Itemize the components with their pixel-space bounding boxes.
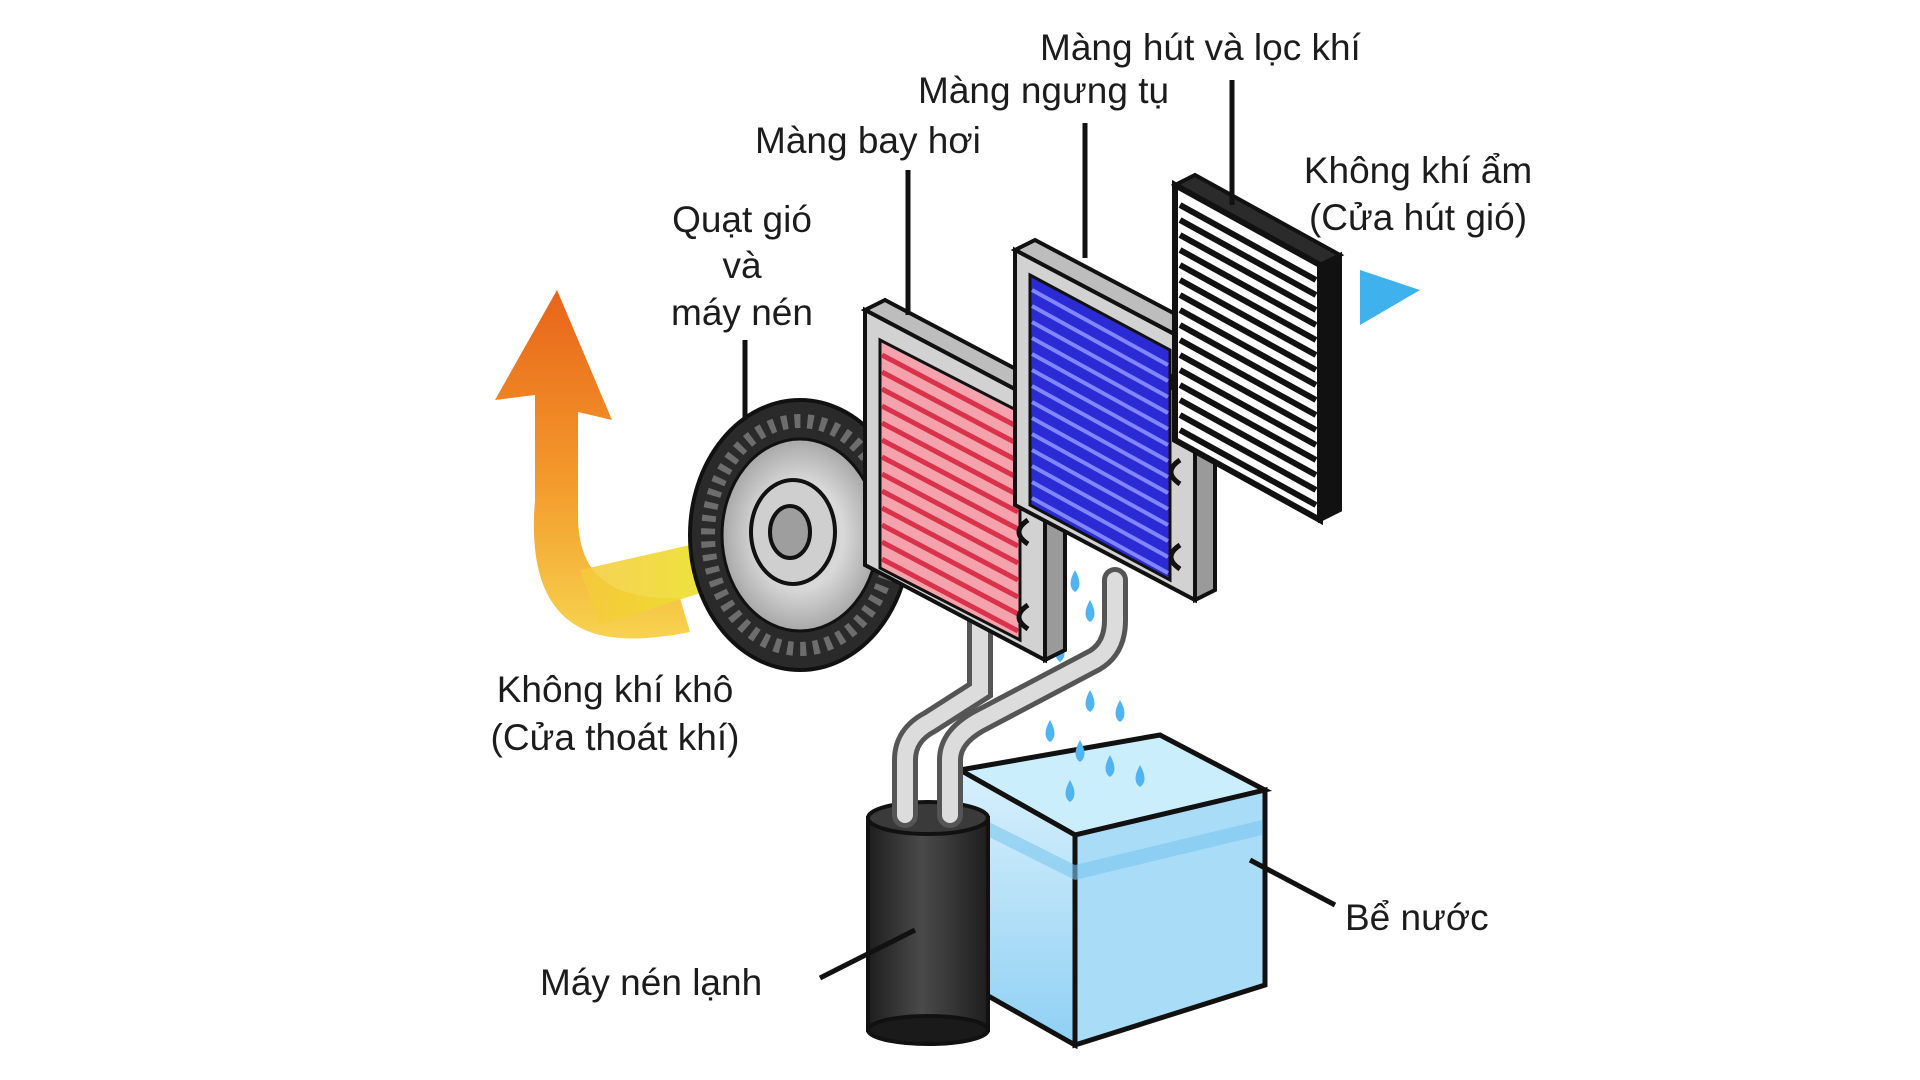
filter-slat: [1178, 322, 1318, 403]
evaporator-fin: [880, 522, 1020, 600]
filter-slat: [1178, 202, 1318, 283]
condenser-fin: [1031, 432, 1169, 511]
filter-slat: [1178, 217, 1318, 298]
condenser-fin: [1031, 320, 1169, 399]
condenser-fin: [1031, 304, 1169, 383]
evaporator-fin: [880, 369, 1020, 447]
condenser-fin: [1031, 480, 1169, 559]
water-tank: [952, 732, 1273, 1050]
condenser-fin: [1031, 400, 1169, 479]
filter-slat: [1178, 412, 1318, 493]
evaporator-fin: [880, 454, 1020, 532]
compressor: [866, 800, 990, 1046]
evaporator-fin: [880, 386, 1020, 464]
label-condenser: Màng ngưng tụ: [918, 70, 1169, 111]
evaporator-fin: [880, 420, 1020, 498]
filter-slat: [1178, 397, 1318, 478]
condenser-fin: [1031, 384, 1169, 463]
filter-slat: [1178, 247, 1318, 328]
dry-air-arrow: [495, 290, 690, 639]
condenser-fin: [1031, 368, 1169, 447]
condenser-fin: [1031, 464, 1169, 543]
condenser-fin: [1031, 416, 1169, 495]
filter-slat: [1178, 232, 1318, 313]
label-compressor: Máy nén lạnh: [540, 962, 762, 1003]
evaporator-fin: [880, 352, 1020, 430]
filter-slat: [1178, 337, 1318, 418]
label-water-tank: Bể nước: [1345, 897, 1489, 938]
condenser-fin: [1031, 448, 1169, 527]
label-humid-air-line2: (Cửa hút gió): [1309, 197, 1527, 238]
condenser-fin: [1031, 288, 1169, 367]
evaporator-fin: [880, 539, 1020, 617]
filter-slat: [1178, 307, 1318, 388]
label-fan-line3: máy nén: [671, 292, 813, 333]
filter-slat: [1178, 367, 1318, 448]
filter-membrane: [1170, 172, 1345, 526]
evaporator-fin: [880, 556, 1020, 634]
label-fan-line1: Quạt gió: [672, 199, 812, 240]
label-humid-air-line1: Không khí ẩm: [1304, 150, 1532, 191]
humid-air-arrow: [1360, 270, 1420, 325]
label-evaporator: Màng bay hơi: [755, 120, 981, 161]
label-fan-line2: và: [722, 245, 762, 286]
evaporator-fin: [880, 403, 1020, 481]
condenser-fin: [1031, 336, 1169, 415]
refrigerant-pipes: [892, 567, 1128, 828]
labels: Màng hút và lọc khí Màng ngưng tụ Màng b…: [491, 27, 1533, 1003]
evaporator-fin: [880, 488, 1020, 566]
evaporator-fin: [880, 505, 1020, 583]
condenser-fin: [1031, 352, 1169, 431]
filter-slat: [1178, 262, 1318, 343]
evaporator-fin: [880, 471, 1020, 549]
label-dry-air-line1: Không khí khô: [497, 669, 734, 710]
filter-slat: [1178, 427, 1318, 508]
filter-slat: [1178, 277, 1318, 358]
condenser-fin: [1031, 496, 1169, 575]
filter-slat: [1178, 352, 1318, 433]
label-filter-membrane: Màng hút và lọc khí: [1040, 27, 1362, 68]
label-dry-air-line2: (Cửa thoát khí): [491, 717, 740, 758]
leader-water-tank: [1248, 857, 1337, 908]
leader-compressor: [818, 927, 917, 981]
evaporator-fin: [880, 437, 1020, 515]
leader-lines: [742, 80, 1337, 981]
filter-slat: [1178, 382, 1318, 463]
filter-slat: [1178, 292, 1318, 373]
